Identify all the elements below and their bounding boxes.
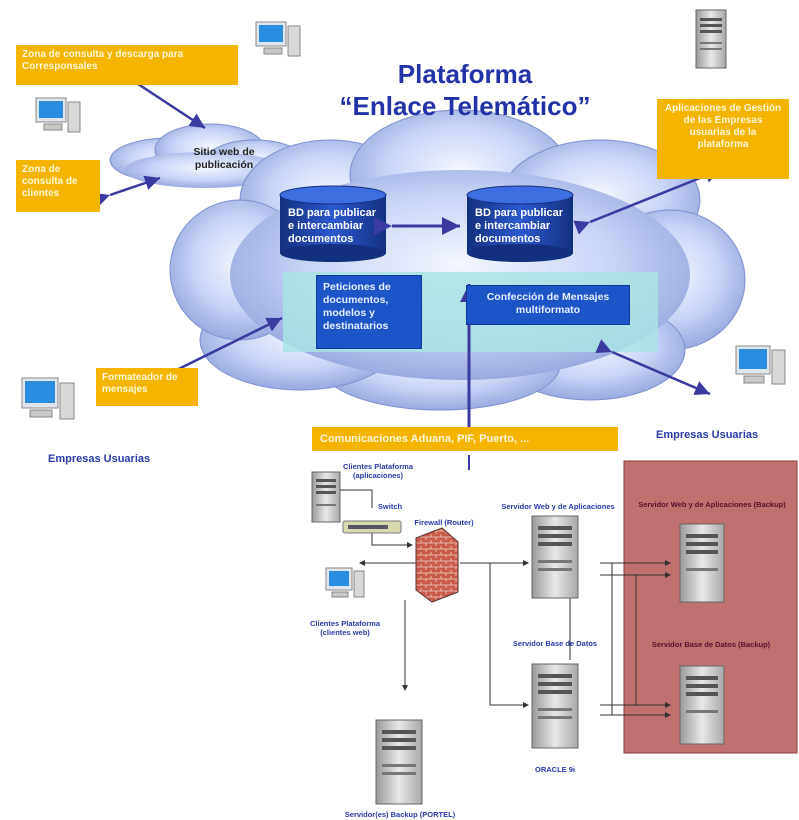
firewall-icon <box>415 527 459 603</box>
small-cloud-icon <box>109 123 306 188</box>
oracle-label: ORACLE 9i <box>534 765 575 774</box>
server-icon <box>695 9 727 69</box>
server-icon <box>531 515 579 599</box>
computer-icon <box>255 21 301 57</box>
computer-icon <box>21 377 75 420</box>
servidor-backup-label: Servidor(es) Backup (PORTEL) <box>344 810 456 819</box>
title-line-2: “Enlace Telemático” <box>339 91 591 121</box>
backup-bd-label: Servidor Base de Datos (Backup) <box>651 640 771 649</box>
title-line-1: Plataforma <box>397 59 533 89</box>
confeccion-box: Confección de Mensajes multiformato <box>466 285 630 325</box>
clientes-web-label: Clientes Plataforma (clientes web) <box>309 619 381 637</box>
diagram-title: Plataforma “Enlace Telemático” <box>300 58 630 122</box>
server-icon <box>679 665 725 745</box>
servidor-web-label: Servidor Web y de Aplicaciones <box>501 502 615 511</box>
backup-web-label: Servidor Web y de Aplicaciones (Backup) <box>638 500 786 509</box>
empresas-usuarias-left: Empresas Usuarias <box>48 453 151 465</box>
database-icon <box>466 185 574 262</box>
aplicaciones-gestion-box: Aplicaciones de Gestión de las Empresas … <box>657 99 789 179</box>
computer-icon <box>325 567 365 598</box>
computer-icon <box>735 345 786 385</box>
computer-icon <box>35 97 81 133</box>
zona-clientes-box: Zona de consulta de clientes <box>16 160 100 212</box>
server-icon <box>679 523 725 603</box>
switch-label: Switch <box>377 502 403 511</box>
firewall-label: Firewall (Router) <box>414 518 474 527</box>
empresas-usuarias-right: Empresas Usuarias <box>656 429 759 441</box>
database-icon <box>279 185 387 262</box>
db-left-label: BD para publicar e intercambiar document… <box>288 207 377 245</box>
server-icon <box>311 471 341 523</box>
db-right-label: BD para publicar e intercambiar document… <box>475 207 564 245</box>
zona-corresponsales-box: Zona de consulta y descarga para Corresp… <box>16 45 238 85</box>
sitio-web-label: Sitio web de publicación <box>193 146 255 171</box>
comunicaciones-bar: Comunicaciones Aduana, PIF, Puerto, ... <box>312 427 618 451</box>
clientes-aplicaciones-label: Clientes Plataforma (aplicaciones) <box>342 462 414 480</box>
server-icon <box>531 663 579 749</box>
server-icon <box>375 719 423 805</box>
formateador-box: Formateador de mensajes <box>96 368 198 406</box>
switch-icon <box>342 520 402 534</box>
peticiones-box: Peticiones de documentos, modelos y dest… <box>316 275 422 349</box>
servidor-bd-label: Servidor Base de Datos <box>512 639 598 648</box>
